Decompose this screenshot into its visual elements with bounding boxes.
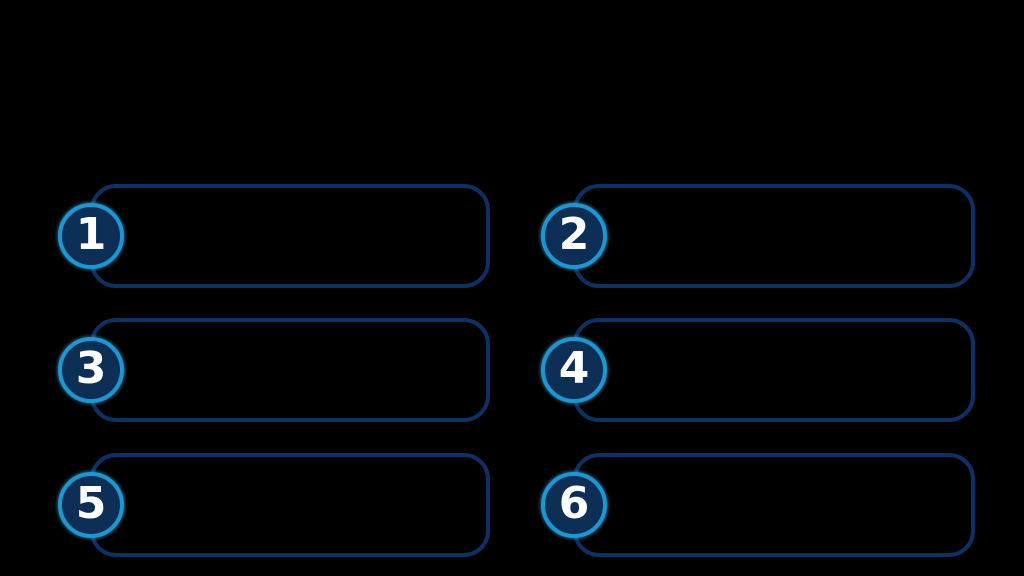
step-box-2: 2 [541,184,975,288]
step-1-number: 1 [75,209,107,260]
step-6-number-badge: 6 [541,472,607,538]
step-box-4: 4 [541,318,975,422]
step-1-number-badge: 1 [58,203,124,269]
step-2-number-badge: 2 [541,203,607,269]
step-box-1: 1 [58,184,490,288]
step-6-number: 6 [558,478,590,529]
step-5-number: 5 [75,478,107,529]
step-box-3: 3 [58,318,490,422]
step-3-number-badge: 3 [58,337,124,403]
step-2-number: 2 [558,209,590,260]
step-5-number-badge: 5 [58,472,124,538]
step-box-5: 5 [58,453,490,557]
step-4-number: 4 [558,343,590,394]
step-4-number-badge: 4 [541,337,607,403]
step-box-6: 6 [541,453,975,557]
step-3-number: 3 [75,343,107,394]
